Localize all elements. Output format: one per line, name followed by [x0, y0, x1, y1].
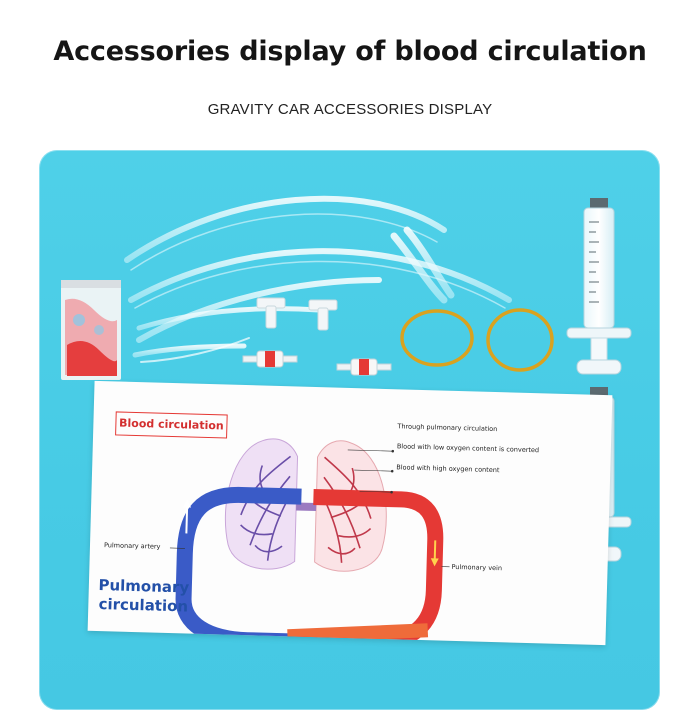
label-pulmonary-artery: Pulmonary artery [104, 541, 161, 551]
poster-title: Blood circulation [115, 411, 228, 438]
clear-tubes [127, 199, 509, 362]
t-connector-1 [257, 298, 285, 328]
big-label-line-2: circulation [88, 595, 198, 617]
rubber-band-2 [488, 310, 552, 370]
rubber-band-1 [402, 311, 472, 365]
syringe-1 [567, 198, 631, 374]
page-title: Accessories display of blood circulation [0, 36, 700, 67]
t-connector-2 [309, 300, 337, 330]
product-photo-panel: Blood circulation Through pulmonary circ… [39, 150, 660, 710]
label-pulmonary-vein: Pulmonary vein [451, 563, 502, 572]
blood-circulation-poster: Blood circulation Through pulmonary circ… [88, 381, 613, 645]
one-way-valve-1 [243, 351, 297, 367]
tube-5 [135, 346, 244, 355]
page-subtitle: GRAVITY CAR ACCESSORIES DISPLAY [0, 101, 700, 118]
powder-bag [61, 280, 121, 380]
one-way-valve-2 [337, 359, 391, 375]
